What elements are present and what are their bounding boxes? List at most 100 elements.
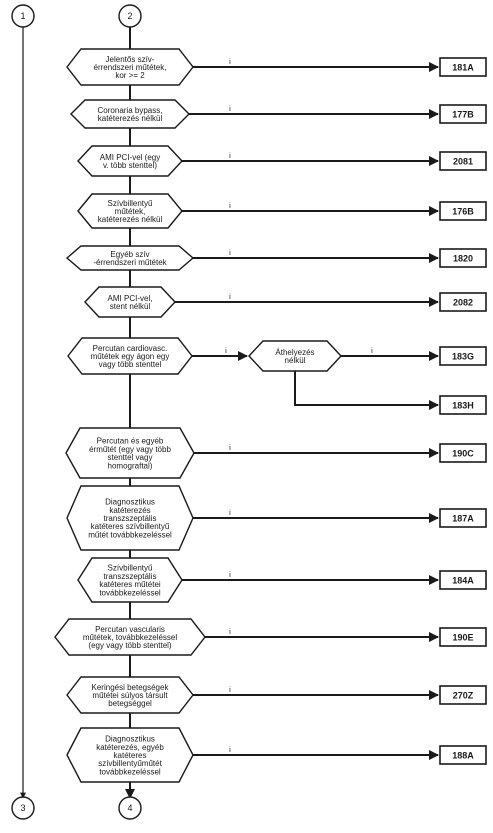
decision-text-line: stenttel vagy: [108, 453, 153, 462]
decision-text-line: Diagnosztikus: [105, 498, 155, 507]
decision-node: AMI PCI-vel,stent nélkül i 2082: [84, 286, 487, 318]
decision-text-line: katéteres: [114, 751, 147, 760]
decision-text-line: Coronaria bypass,: [98, 106, 163, 115]
outcome-code: 2082: [453, 298, 473, 308]
yes-label: i: [229, 201, 231, 210]
yes-label: i: [229, 745, 231, 754]
yes-label: i: [225, 346, 227, 355]
decision-text-line: műtét továbbkezeléssel: [88, 530, 172, 539]
outcome-box: [439, 292, 487, 312]
yes-label: i: [229, 292, 231, 301]
decision-text-line: műtétek,: [115, 207, 146, 216]
decision-text-line: kor >= 2: [115, 71, 145, 80]
decision-text-line: Szívbillentyű: [108, 199, 153, 208]
decision-text-line: érrendszeri műtétek,: [94, 63, 167, 72]
outcome-code: 2081: [453, 157, 473, 167]
yes-label: i: [229, 627, 231, 636]
connector-2: 2: [118, 4, 142, 28]
decision-text-line: műtétek egy ágon egy: [91, 352, 170, 361]
svg-text:4: 4: [127, 803, 132, 813]
outcome-code: 177B: [452, 110, 474, 120]
decision-text-line: Percutan és egyéb: [97, 437, 164, 446]
yes-label: i: [371, 346, 373, 355]
outcome-box: [439, 508, 487, 528]
decision-text-line: stent nélkül: [110, 302, 151, 311]
yes-label: i: [229, 508, 231, 517]
outcome-code: 183G: [452, 352, 474, 362]
outcome-code: 188A: [452, 751, 474, 761]
outcome-code: 270Z: [453, 691, 474, 701]
decision-text-line: transzszeptális: [104, 514, 157, 523]
decision-node: Jelentős szív-érrendszeri műtétek,kor >=…: [66, 48, 487, 86]
outcome-box: [439, 104, 487, 124]
yes-label: i: [229, 57, 231, 66]
yes-label: i: [229, 685, 231, 694]
decision-text-line: Diagnosztikus: [105, 735, 155, 744]
decision-text-line: katéterezés: [109, 506, 150, 515]
outcome-box: [439, 443, 487, 463]
outcome-code: 1820: [453, 254, 473, 264]
decision-text-line: műtétek, továbbkezeléssel: [83, 633, 177, 642]
yes-label: i: [229, 570, 231, 579]
decision-text-line: vagy több stenttel: [99, 360, 162, 369]
decision-text-line: továbbkezeléssel: [99, 767, 161, 776]
yes-label: i: [229, 248, 231, 257]
decision-text-line: nélkül: [285, 356, 306, 365]
outcome-code: 184A: [452, 576, 474, 586]
connector-3: 3: [11, 796, 35, 820]
decision-text-line: Percutan cardiovasc.: [93, 344, 168, 353]
decision-text-line: Szívbillentyű: [108, 564, 153, 573]
decision-node: Percutan cardiovasc.műtétek egy ágon egy…: [67, 337, 193, 375]
decision-text-line: homograftal): [108, 461, 153, 470]
outcome-box: [439, 745, 487, 765]
svg-text:2: 2: [127, 11, 132, 21]
outcome-code: 187A: [452, 514, 474, 524]
outcome-box: [439, 151, 487, 171]
decision-text-line: továbbkezeléssel: [99, 588, 161, 597]
decision-text-line: Jelentős szív-: [106, 55, 155, 64]
outcome-box: [439, 627, 487, 647]
outcome-code: 183H: [452, 401, 474, 411]
decision-text-line: -érrendszeri műtétek: [93, 258, 167, 267]
outcome-box: [439, 201, 487, 221]
decision-text-line: AMI PCI-vel,: [108, 294, 153, 303]
decision-text-line: Percutan vascularis: [95, 625, 165, 634]
connector-4: 4: [118, 796, 142, 820]
outcome-code: 190C: [452, 449, 474, 459]
outcome-box: [439, 346, 487, 366]
decision-text-line: szívbillentyűműtét: [98, 759, 162, 768]
decision-text-line: betegséggel: [108, 699, 152, 708]
decision-text-line: transzszeptális: [104, 572, 157, 581]
decision-text-line: (egy vagy több stenttel): [88, 641, 171, 650]
outcome-code: 190E: [452, 633, 473, 643]
svg-text:1: 1: [20, 11, 25, 21]
svg-text:3: 3: [20, 803, 25, 813]
decision-text-line: Keringési betegségek: [92, 683, 170, 692]
outcome-box: [439, 248, 487, 268]
decision-text-line: érműtét (egy vagy több: [89, 445, 171, 454]
decision-text-line: katéteres szívbillentyű: [91, 522, 170, 531]
outcome-box: [439, 570, 487, 590]
decision-text-line: műtétei súlyos társult: [92, 691, 168, 700]
decision-text-line: v. több stenttel): [103, 161, 157, 170]
decision-text-line: katéterezés nélkül: [98, 215, 163, 224]
outcome-box: [439, 57, 487, 77]
yes-label: i: [229, 104, 231, 113]
yes-label: i: [229, 443, 231, 452]
decision-node: Diagnosztikuskatéterezéstranszszeptálisk…: [66, 485, 487, 551]
outcome-box: [439, 395, 487, 415]
outcome-box: [439, 685, 487, 705]
outcome-code: 176B: [452, 207, 474, 217]
outcome-code: 181A: [452, 63, 474, 73]
decision-text-line: AMI PCI-vel (egy: [100, 153, 160, 162]
